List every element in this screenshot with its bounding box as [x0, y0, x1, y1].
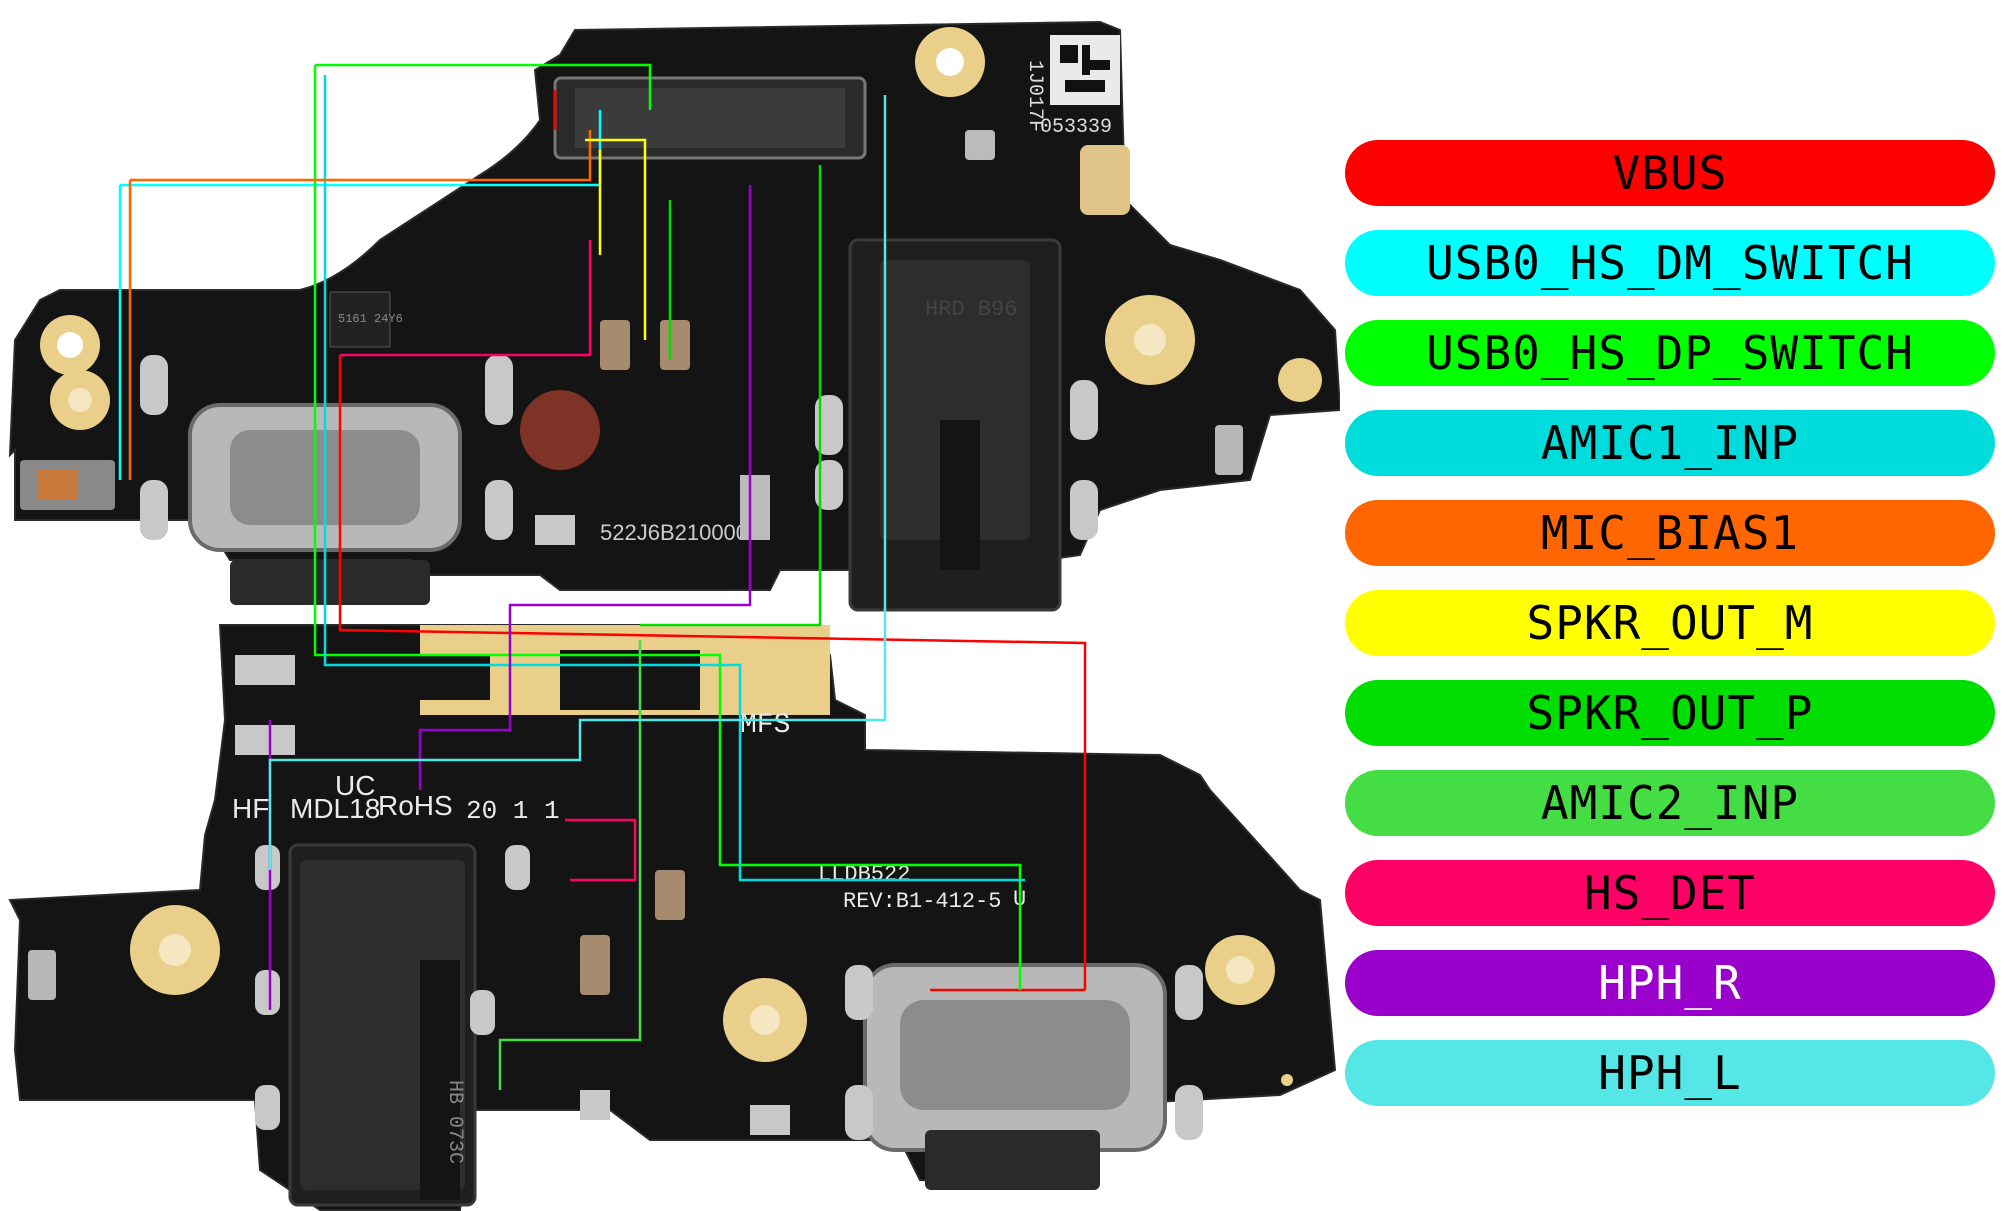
board-serial-label: 522J6B210000	[600, 520, 748, 545]
legend-label: SPKR_OUT_P	[1526, 686, 1814, 740]
trace-spkr-out-p	[640, 165, 822, 627]
trace-hph-l	[268, 95, 887, 870]
net-traces	[118, 63, 1087, 1090]
trace-spkr-out-m	[585, 138, 647, 340]
legend-item-usb0-hs-dp-switch: USB0_HS_DP_SWITCH	[1345, 320, 1995, 386]
legend-item-spkr-out-p: SPKR_OUT_P	[1345, 680, 1995, 746]
legend-item-amic1-inp: AMIC1_INP	[1345, 410, 1995, 476]
legend-item-spkr-out-m: SPKR_OUT_M	[1345, 590, 1995, 656]
top-side-code-label: 1J017F	[1023, 60, 1046, 132]
legend-item-vbus: VBUS	[1345, 140, 1995, 206]
top-board: 5161 24Y6 053339 1J017F HRD B96 522J6B21…	[8, 20, 1340, 612]
legend-label: SPKR_OUT_M	[1526, 596, 1814, 650]
trace-hs-det	[340, 240, 637, 882]
date-code-label: 20 1 1	[466, 796, 560, 826]
legend-label: USB0_HS_DP_SWITCH	[1426, 326, 1914, 380]
mdl-label: MDL18	[290, 793, 380, 824]
legend-label: MIC_BIAS1	[1540, 506, 1800, 560]
legend-label: AMIC1_INP	[1540, 416, 1800, 470]
rev-label: REV:B1-412-5	[843, 889, 1001, 914]
trace-usb0-hs-dp-switch	[313, 63, 1022, 990]
jack-code-label: HB 073C	[443, 1080, 466, 1164]
trace-amic2-inp	[498, 640, 642, 1090]
trace-amic1-inp	[323, 75, 1025, 882]
mfs-label: MFS	[740, 710, 790, 741]
legend-item-hph-l: HPH_L	[1345, 1040, 1995, 1106]
bottom-board: MFS UC HF MDL18 RoHS 20 1 1 LLDB522 REV:…	[8, 624, 1337, 1211]
net-legend: VBUS USB0_HS_DM_SWITCH USB0_HS_DP_SWITCH AM…	[1345, 140, 1997, 1130]
rohs-label: RoHS	[378, 790, 453, 821]
legend-label: AMIC2_INP	[1540, 776, 1800, 830]
trace-mic-bias1	[128, 130, 592, 480]
board-diagram: 5161 24Y6 053339 1J017F HRD B96 522J6B21…	[8, 20, 1340, 1211]
jack-label: HRD B96	[925, 297, 1017, 322]
trace-vbus	[338, 90, 1087, 992]
legend-label: HPH_R	[1598, 956, 1742, 1010]
cert-ul-label: UC	[335, 770, 375, 801]
hf-label: HF	[232, 793, 269, 824]
legend-item-mic-bias1: MIC_BIAS1	[1345, 500, 1995, 566]
legend-item-hph-r: HPH_R	[1345, 950, 1995, 1016]
legend-item-amic2-inp: AMIC2_INP	[1345, 770, 1995, 836]
legend-label: HPH_L	[1598, 1046, 1742, 1100]
top-code-label: 053339	[1040, 116, 1112, 139]
legend-label: USB0_HS_DM_SWITCH	[1426, 236, 1914, 290]
legend-label: HS_DET	[1583, 866, 1757, 920]
legend-label: VBUS	[1612, 146, 1728, 200]
legend-item-usb0-hs-dm-switch: USB0_HS_DM_SWITCH	[1345, 230, 1995, 296]
legend-item-hs-det: HS_DET	[1345, 860, 1995, 926]
chip-code-label: 5161 24Y6	[338, 312, 403, 326]
ic-chip	[329, 291, 391, 348]
